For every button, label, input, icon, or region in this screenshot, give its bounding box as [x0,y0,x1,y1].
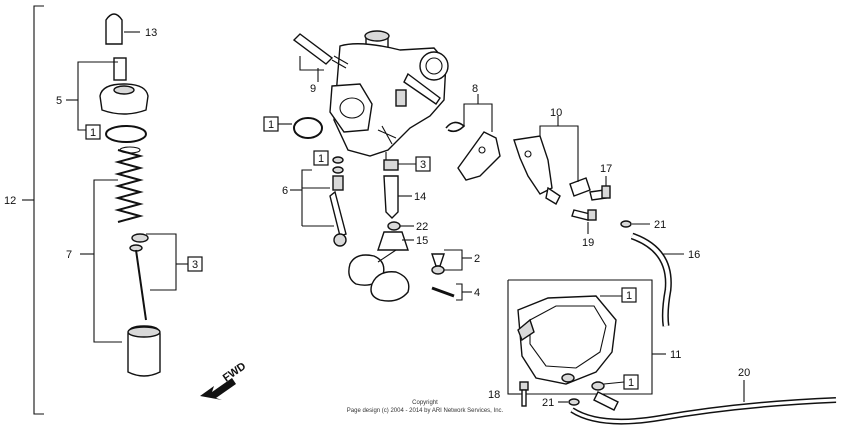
label-1c: 1 [318,153,324,165]
copyright-line-2: Page design (c) 2004 - 2014 by ARI Netwo… [347,408,504,414]
label-21-top: 21 [654,219,666,231]
label-18: 18 [488,389,500,401]
part-1-oring-left [105,125,147,143]
callout-box-3-body: 3 [415,156,431,172]
label-22: 22 [416,221,428,233]
carburetor-body [329,30,449,162]
label-12: 12 [4,195,16,207]
part-throttle-valve [127,325,161,377]
label-5: 5 [56,95,62,107]
callout-box-3-left: 3 [187,256,203,272]
label-10: 10 [550,107,562,119]
label-21-bottom: 21 [542,397,554,409]
label-20: 20 [738,367,750,379]
part-13-cap [105,13,140,45]
part-18-screw [519,381,529,407]
part-17-screw [589,185,611,201]
label-7: 7 [66,249,72,261]
label-1a: 1 [90,127,96,139]
copyright-line-1: Copyright [412,400,438,406]
callout-box-1-body: 1 [263,116,279,132]
part-14-needle-jet [383,159,399,219]
assembly-bracket-12 [22,5,44,415]
label-2: 2 [474,253,480,265]
part-21-clip-bottom [568,398,580,406]
label-19: 19 [582,237,594,249]
part-6-screw [329,156,347,247]
label-14: 14 [414,191,426,203]
part-20-drain-hose [570,397,837,425]
part-22-jet [387,221,401,231]
label-9: 9 [310,83,316,95]
label-8: 8 [472,83,478,95]
part-21-clip-top [620,220,632,228]
callout-box-1-screw: 1 [313,150,329,166]
label-1d: 1 [626,290,632,302]
part-3-needle-clip [129,233,149,321]
part-4-float-pin [431,286,455,298]
label-13: 13 [145,27,157,39]
label-4: 4 [474,287,480,299]
part-5-top-cap [99,57,149,115]
label-3a: 3 [192,259,198,271]
label-15: 15 [416,235,428,247]
label-3b: 3 [420,159,426,171]
part-spring [114,146,144,223]
part-drain-screw [591,381,619,411]
label-16: 16 [688,249,700,261]
label-17: 17 [600,163,612,175]
part-1-oring-body [293,117,323,139]
part-19-screw [571,209,597,221]
callout-box-1-bowl-top: 1 [621,287,637,303]
label-1e: 1 [628,377,634,389]
label-1b: 1 [268,119,274,131]
callout-box-1-bowl-bottom: 1 [623,374,639,390]
part-11-float-bowl [517,295,617,385]
part-16-hose [630,232,672,327]
fwd-label: FWD [221,360,248,384]
callout-box-1-left: 1 [85,124,101,140]
fwd-arrow-icon: FWD [200,360,248,400]
label-6: 6 [282,185,288,197]
part-15-main-jet [377,231,409,251]
part-float [348,249,410,302]
label-11: 11 [670,349,681,361]
part-10-bracket [513,135,591,205]
part-2-float-needle [431,253,445,275]
